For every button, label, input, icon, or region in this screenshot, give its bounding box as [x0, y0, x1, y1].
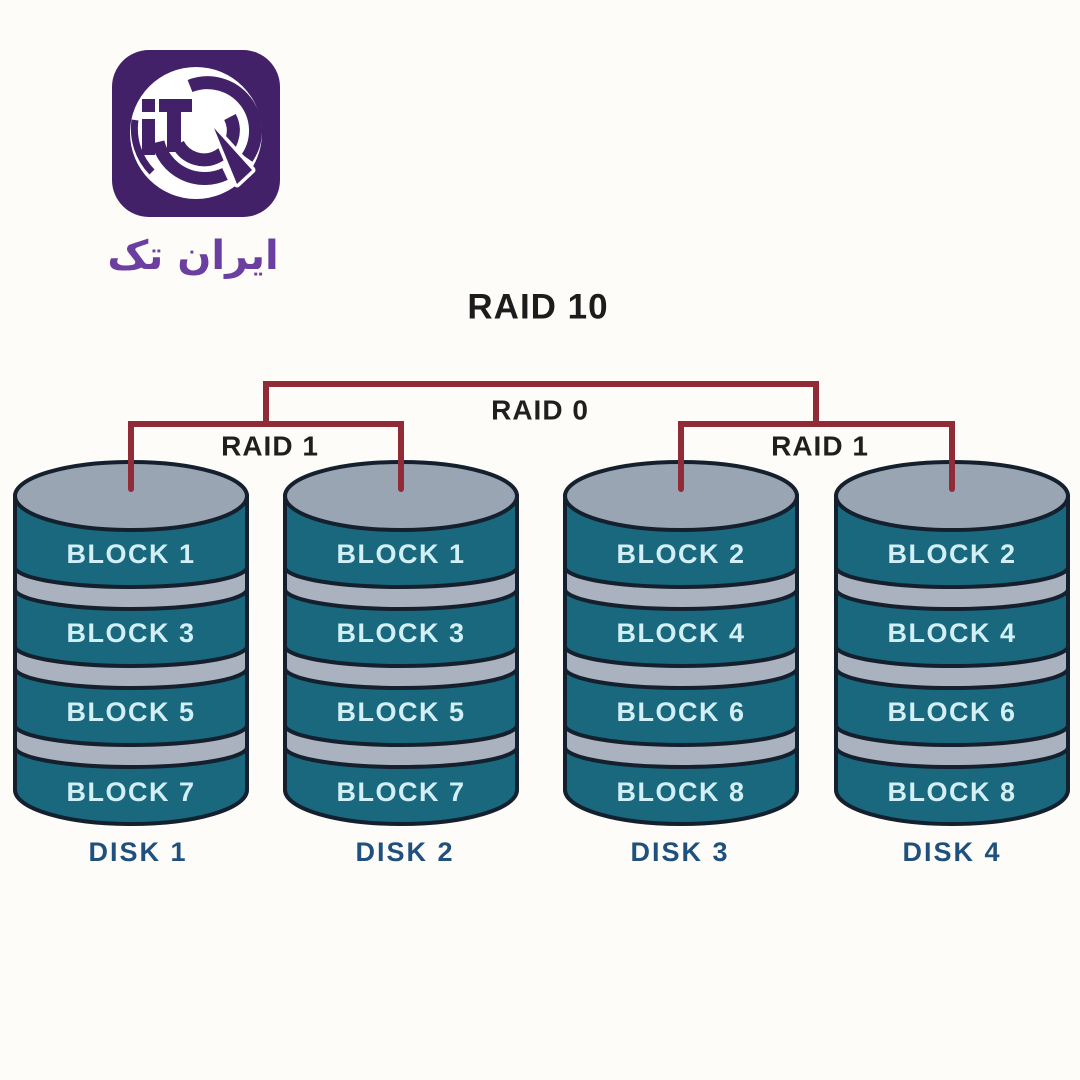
raid1-right-label: RAID 1 [771, 431, 869, 462]
disk-band [283, 645, 519, 690]
disk-band [834, 724, 1070, 769]
brand-text: ایران تک [107, 233, 278, 279]
block-label: BLOCK 4 [887, 618, 1016, 648]
disk-band [13, 566, 249, 611]
disk-band [13, 645, 249, 690]
disk-label: DISK 2 [355, 837, 454, 867]
block-label: BLOCK 3 [336, 618, 465, 648]
logo-it-monogram-icon [130, 76, 263, 188]
logo-needle-icon [210, 124, 256, 188]
page-title: RAID 10 [467, 288, 608, 327]
block-label: BLOCK 4 [616, 618, 745, 648]
disk-band [834, 645, 1070, 690]
block-label: BLOCK 6 [616, 697, 745, 727]
disk-band [563, 566, 799, 611]
raid0-label: RAID 0 [491, 395, 589, 426]
disk-label: DISK 4 [902, 837, 1001, 867]
disk-band [563, 724, 799, 769]
disk-label: DISK 1 [88, 837, 187, 867]
disk-4: BLOCK 2 BLOCK 4 BLOCK 6 BLOCK 8 DISK 4 [834, 460, 1070, 867]
disk-3: BLOCK 2 BLOCK 4 BLOCK 6 BLOCK 8 DISK 3 [563, 460, 799, 867]
block-label: BLOCK 6 [887, 697, 1016, 727]
raid0-connector [263, 381, 819, 427]
raid1-left-label: RAID 1 [221, 431, 319, 462]
block-label: BLOCK 3 [66, 618, 195, 648]
block-label: BLOCK 1 [66, 539, 195, 569]
disk-1: BLOCK 1 BLOCK 3 BLOCK 5 BLOCK 7 DISK 1 [13, 460, 249, 867]
disk-band [13, 724, 249, 769]
disk-band [563, 645, 799, 690]
disk-band [283, 724, 519, 769]
disk-band [834, 566, 1070, 611]
disk-2: BLOCK 1 BLOCK 3 BLOCK 5 BLOCK 7 DISK 2 [283, 460, 519, 867]
block-label: BLOCK 5 [66, 697, 195, 727]
block-label: BLOCK 8 [887, 777, 1016, 807]
disk-label: DISK 3 [630, 837, 729, 867]
block-label: BLOCK 5 [336, 697, 465, 727]
block-label: BLOCK 7 [66, 777, 195, 807]
block-label: BLOCK 8 [616, 777, 745, 807]
block-label: BLOCK 1 [336, 539, 465, 569]
disk-band [283, 566, 519, 611]
block-label: BLOCK 2 [887, 539, 1016, 569]
irantech-logo: ایران تک [107, 50, 280, 279]
block-label: BLOCK 2 [616, 539, 745, 569]
block-label: BLOCK 7 [336, 777, 465, 807]
